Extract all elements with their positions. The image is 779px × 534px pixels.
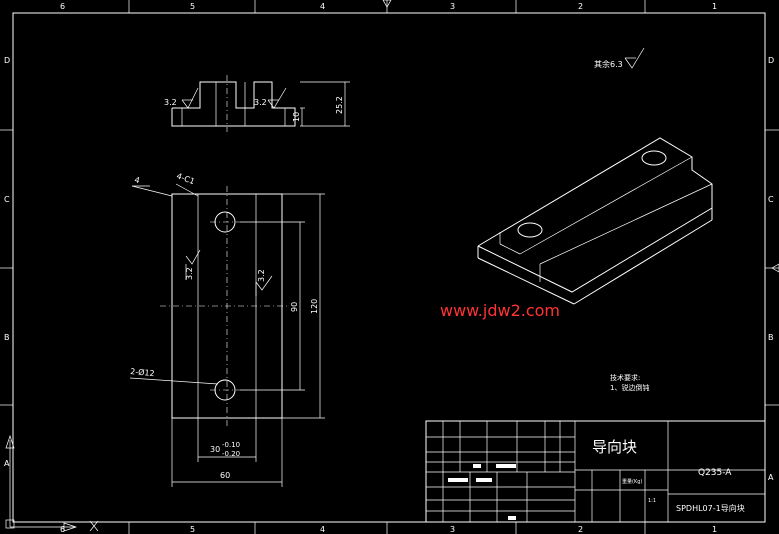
right-center-mark bbox=[771, 263, 779, 273]
tech-req-item-1: 1、锐边倒钝 bbox=[610, 383, 649, 392]
row-label-right-B: B bbox=[768, 333, 774, 342]
plan-view: 90 120 30 -0.10 -0.20 60 4 4-C1 2-Ø12 3.… bbox=[130, 171, 325, 487]
front-view-outline bbox=[171, 81, 296, 127]
col-label-bottom-5: 5 bbox=[190, 525, 195, 534]
roughness-b: 3.2 bbox=[254, 98, 267, 107]
row-label-right-A: A bbox=[768, 473, 774, 482]
row-label-left-D: D bbox=[4, 56, 10, 65]
tech-req-title: 技术要求: bbox=[610, 373, 640, 382]
dim-step-height: 10 bbox=[292, 112, 301, 122]
title-block: 导向块 Q235-A 重量(Kg) 1:1 SPDHL07-1导向块 bbox=[425, 420, 766, 523]
watermark-text: www.jdw2.com bbox=[440, 301, 560, 320]
material: Q235-A bbox=[698, 468, 732, 478]
col-label-bottom-6: 6 bbox=[60, 525, 65, 534]
dim-hole-spacing: 90 bbox=[290, 302, 299, 312]
chamfer-c1: 4-C1 bbox=[175, 171, 196, 186]
front-view: 25.2 10 3.2 3.2 bbox=[164, 75, 350, 132]
col-label-top-3: 3 bbox=[450, 2, 455, 11]
col-label-top-5: 5 bbox=[190, 2, 195, 11]
roughness-d: 3.2 bbox=[257, 269, 266, 282]
col-label-top-6: 6 bbox=[60, 2, 65, 11]
col-label-top-2: 2 bbox=[578, 2, 583, 11]
roughness-rest: 其余6.3 bbox=[594, 59, 623, 69]
chamfer-outer: 4 bbox=[133, 175, 140, 185]
inner-border bbox=[12, 12, 766, 523]
iso-outline bbox=[477, 137, 713, 293]
general-roughness: 其余6.3 bbox=[594, 47, 645, 69]
row-label-right-D: D bbox=[768, 56, 774, 65]
iso-hole-left bbox=[517, 222, 543, 238]
title-block-border bbox=[425, 420, 766, 523]
mass-label: 重量(Kg) bbox=[622, 478, 642, 485]
col-label-bottom-1: 1 bbox=[712, 525, 717, 534]
row-label-left-C: C bbox=[4, 195, 10, 204]
top-center-mark bbox=[382, 0, 392, 8]
tol-upper: -0.10 bbox=[222, 441, 240, 449]
scale: 1:1 bbox=[648, 498, 656, 504]
col-label-bottom-3: 3 bbox=[450, 525, 455, 534]
iso-hole-right bbox=[641, 150, 667, 166]
col-label-top-4: 4 bbox=[320, 2, 325, 11]
row-label-left-B: B bbox=[4, 333, 10, 342]
row-label-right-C: C bbox=[768, 195, 774, 204]
isometric-view bbox=[477, 137, 713, 305]
drawing-number: SPDHL07-1导向块 bbox=[676, 503, 745, 513]
roughness-a: 3.2 bbox=[164, 98, 177, 107]
tol-lower: -0.20 bbox=[222, 450, 240, 458]
holes-note: 2-Ø12 bbox=[130, 366, 155, 378]
col-label-top-1: 1 bbox=[712, 2, 717, 11]
col-label-bottom-2: 2 bbox=[578, 525, 583, 534]
dim-total-height: 25.2 bbox=[335, 96, 344, 114]
part-name: 导向块 bbox=[592, 438, 637, 456]
row-label-left-A: A bbox=[4, 459, 10, 468]
dim-slot-width: 30 bbox=[210, 445, 220, 454]
col-label-bottom-4: 4 bbox=[320, 525, 325, 534]
dim-width: 60 bbox=[220, 471, 230, 480]
roughness-c: 3.2 bbox=[185, 267, 194, 280]
dim-length: 120 bbox=[310, 299, 319, 314]
ucs-icon bbox=[5, 434, 99, 532]
